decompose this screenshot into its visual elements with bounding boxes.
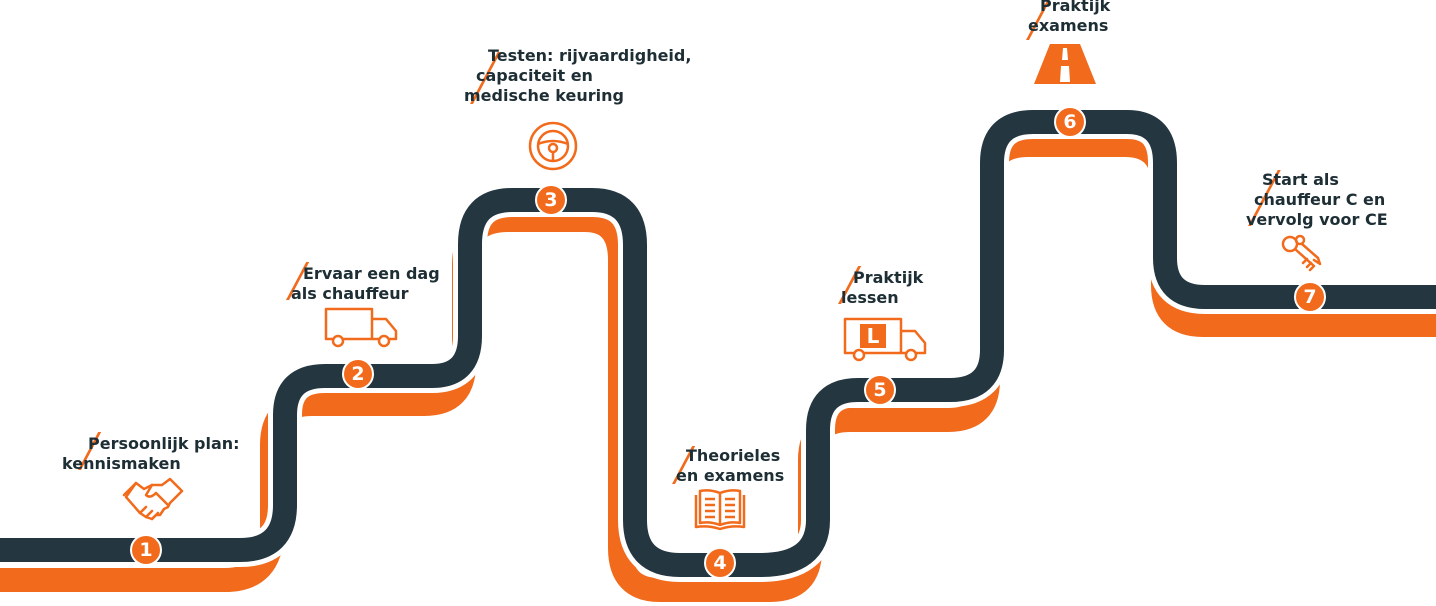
step6-line1: Praktijk	[1040, 0, 1111, 15]
steering-wheel-icon	[528, 121, 578, 171]
step2-label: Ervaar een dag als chauffeur	[291, 264, 440, 304]
step3-line2: capaciteit en	[476, 66, 593, 85]
step5-line1: Praktijk	[853, 268, 924, 287]
step3-line1: Testen: rijvaardigheid,	[488, 46, 692, 65]
book-icon	[694, 489, 746, 531]
road-icon	[1034, 44, 1096, 84]
step7-number: 7	[1294, 281, 1326, 313]
step2-line1: Ervaar een dag	[303, 264, 440, 283]
step6-line2: examens	[1028, 16, 1109, 35]
step4-line2: en examens	[676, 466, 785, 485]
step7-line3: vervolg voor CE	[1246, 210, 1388, 229]
step4-number: 4	[704, 547, 736, 579]
step1-number: 1	[130, 534, 162, 566]
step1-label: Persoonlijk plan: kennismaken	[62, 434, 240, 474]
truck-icon	[324, 307, 398, 348]
step5-line2: lessen	[841, 288, 899, 307]
step2-line2: als chauffeur	[291, 284, 409, 303]
step5-number: 5	[864, 374, 896, 406]
step3-number: 3	[535, 184, 567, 216]
handshake-icon	[122, 477, 184, 521]
step5-label: Praktijk lessen	[841, 268, 924, 308]
step6-number: 6	[1054, 106, 1086, 138]
step4-line1: Theorieles	[686, 446, 781, 465]
keys-icon	[1281, 234, 1322, 272]
step6-label: Praktijk examens	[1028, 0, 1111, 36]
road-shadow	[0, 133, 1436, 602]
step7-label: Start als chauffeur C en vervolg voor CE	[1246, 170, 1388, 230]
step7-line1: Start als	[1262, 170, 1339, 189]
step4-label: Theorieles en examens	[676, 446, 784, 486]
step7-line2: chauffeur C en	[1254, 190, 1386, 209]
learner-truck-icon: L	[843, 317, 927, 362]
step1-line2: kennismaken	[62, 454, 181, 473]
step3-line3: medische keuring	[464, 86, 624, 105]
step2-number: 2	[342, 358, 374, 390]
step3-label: Testen: rijvaardigheid, capaciteit en me…	[464, 46, 692, 106]
learner-plate-letter: L	[867, 324, 880, 348]
step1-line1: Persoonlijk plan:	[88, 434, 240, 453]
